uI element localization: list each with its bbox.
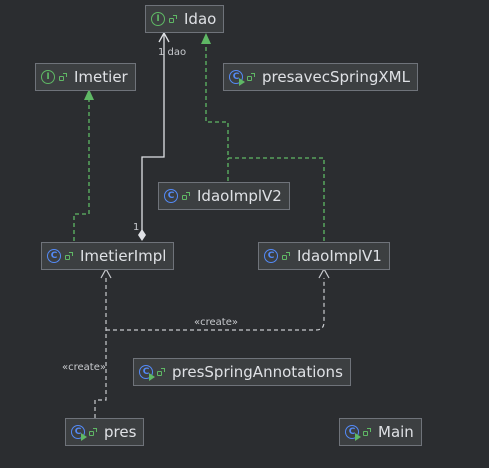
public-visibility-icon bbox=[363, 427, 372, 437]
dependency-arrowhead-idaoimplv1 bbox=[318, 267, 330, 279]
node-idaoimplv2[interactable]: C IdaoImplV2 bbox=[158, 182, 290, 210]
node-label: Main bbox=[378, 422, 414, 441]
node-label: Idao bbox=[184, 9, 217, 28]
node-idaoimplv1[interactable]: C IdaoImplV1 bbox=[258, 242, 390, 270]
node-imetierimpl[interactable]: C ImetierImpl bbox=[41, 242, 175, 270]
dependency-arrowhead-imetierimpl bbox=[100, 267, 112, 279]
realization-arrowhead-idao bbox=[201, 33, 211, 44]
interface-icon: I bbox=[41, 70, 55, 84]
interface-icon: I bbox=[151, 12, 165, 26]
node-label: IdaoImplV2 bbox=[197, 186, 282, 205]
public-visibility-icon bbox=[282, 251, 291, 261]
node-label: IdaoImplV1 bbox=[297, 246, 382, 265]
node-imetier[interactable]: I Imetier bbox=[35, 63, 136, 91]
dependency-edge-pres-idaoimplv1 bbox=[106, 278, 325, 331]
public-visibility-icon bbox=[59, 72, 68, 82]
node-presspringannotations[interactable]: C presSpringAnnotations bbox=[133, 358, 351, 386]
public-visibility-icon bbox=[89, 427, 98, 437]
node-pres[interactable]: C pres bbox=[65, 418, 145, 446]
association-edge-imetierimpl-idao bbox=[141, 34, 165, 236]
public-visibility-icon bbox=[65, 251, 74, 261]
node-label: Imetier bbox=[74, 67, 128, 86]
executable-class-icon: C bbox=[345, 425, 361, 441]
executable-class-icon: C bbox=[229, 70, 245, 86]
node-idao[interactable]: I Idao bbox=[145, 5, 225, 33]
realization-edge-idaoimplv1-idao bbox=[205, 44, 325, 241]
executable-class-icon: C bbox=[139, 365, 155, 381]
executable-class-icon: C bbox=[71, 425, 87, 441]
realization-edge-imetierimpl-imetier bbox=[73, 100, 90, 241]
public-visibility-icon bbox=[247, 72, 256, 82]
public-visibility-icon bbox=[182, 191, 191, 201]
create-label-imetierimpl: «create» bbox=[62, 362, 106, 373]
dependency-edge-pres-imetierimpl bbox=[94, 278, 107, 418]
node-label: presavecSpringXML bbox=[262, 67, 410, 86]
aggregation-diamond bbox=[138, 229, 146, 241]
node-label: presSpringAnnotations bbox=[172, 362, 343, 381]
node-label: ImetierImpl bbox=[80, 246, 167, 265]
realization-arrowhead-imetier bbox=[84, 89, 94, 100]
create-label-idaoimplv1: «create» bbox=[194, 317, 238, 328]
public-visibility-icon bbox=[157, 367, 166, 377]
class-icon: C bbox=[47, 249, 61, 263]
class-icon: C bbox=[264, 249, 278, 263]
class-icon: C bbox=[164, 189, 178, 203]
association-open-arrowhead bbox=[158, 31, 170, 43]
association-label-dao: 1 dao bbox=[158, 47, 187, 58]
node-main[interactable]: C Main bbox=[339, 418, 422, 446]
association-multiplicity-source: 1 bbox=[133, 222, 140, 233]
node-label: pres bbox=[104, 422, 137, 441]
public-visibility-icon bbox=[169, 14, 178, 24]
node-presavecspringxml[interactable]: C presavecSpringXML bbox=[223, 63, 418, 91]
